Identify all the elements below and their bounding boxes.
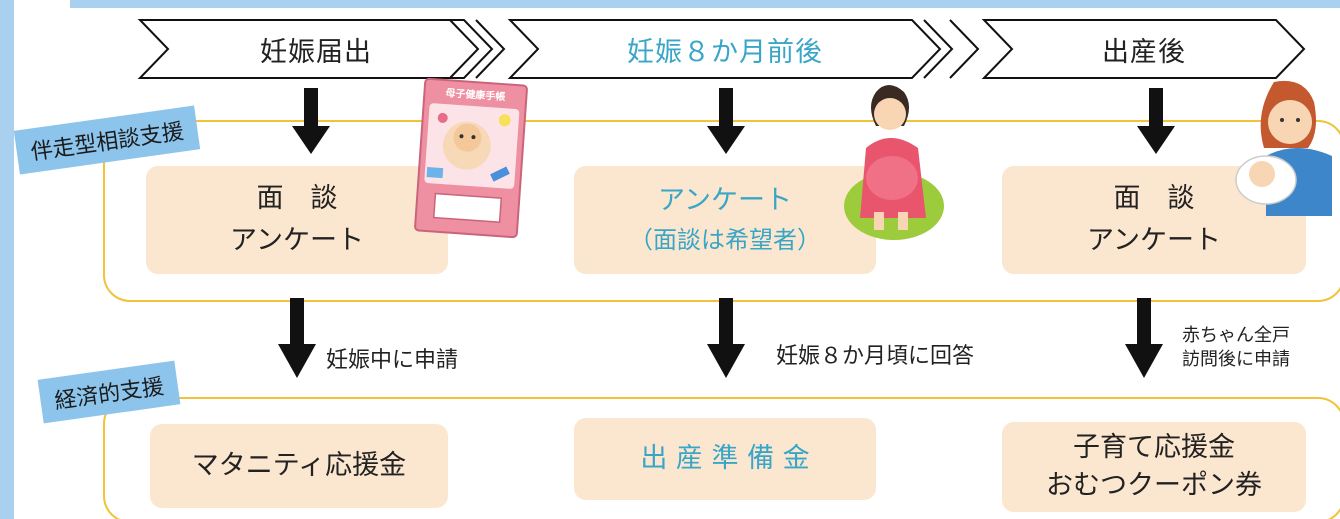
econ-group-border (103, 397, 1340, 519)
stage-label-notification: 妊娠届出 (260, 36, 372, 68)
stage-chevron-2 (507, 19, 942, 79)
stage-separator-chevron (923, 19, 954, 79)
arrow-down-icon (278, 298, 316, 378)
note-line: 赤ちゃん全戸 (1182, 325, 1290, 346)
note-apply-after-visit: 赤ちゃん全戸 訪問後に申請 (1182, 324, 1290, 373)
stage-separator-chevron (449, 19, 480, 79)
note-line: 訪問後に申請 (1182, 349, 1290, 371)
arrow-down-icon (1125, 298, 1163, 378)
note-apply-during-pregnancy: 妊娠中に申請 (326, 348, 459, 373)
box-line: アンケート (1087, 225, 1221, 256)
pregnant-woman-icon (836, 78, 944, 242)
box-line: 子育て応援金 (1073, 432, 1235, 464)
box-line: （面談は希望者） (629, 226, 821, 255)
box-line: 面 談 (1113, 183, 1195, 215)
box-line: 面 談 (256, 183, 338, 215)
page-frame-top (0, 0, 1340, 8)
consult-box-after-birth: 面 談 アンケート (1002, 166, 1306, 274)
box-line: アンケート (658, 185, 792, 217)
box-line: おむつクーポン券 (1046, 470, 1262, 501)
econ-box-birth-prep-fund: 出 産 準 備 金 (574, 418, 876, 500)
page-frame-top-gap (14, 0, 70, 8)
stage-label-8-months: 妊娠８か月前後 (627, 36, 823, 68)
stage-separator-chevron (949, 19, 980, 79)
arrow-down-icon (1137, 88, 1175, 154)
stage-chevron-3 (981, 19, 1306, 79)
arrow-down-icon (292, 88, 330, 154)
maternal-handbook-icon: 母子健康手帳 (413, 76, 530, 239)
mother-with-baby-icon (1226, 76, 1336, 216)
econ-box-childcare-fund: 子育て応援金 おむつクーポン券 (1002, 422, 1306, 512)
page-frame-left (0, 0, 14, 519)
econ-box-maternity-fund: マタニティ応援金 (150, 424, 448, 508)
note-answer-at-8-months: 妊娠８か月頃に回答 (776, 344, 975, 369)
arrow-down-icon (707, 88, 745, 154)
consult-box-8-months: アンケート （面談は希望者） (574, 166, 876, 274)
box-line: 出 産 準 備 金 (640, 443, 810, 475)
arrow-down-icon (707, 298, 745, 378)
box-line: アンケート (230, 225, 364, 256)
stage-label-after-birth: 出産後 (1102, 36, 1186, 68)
stage-chevron-1 (137, 19, 494, 79)
stage-separator-chevron (475, 19, 506, 79)
consult-box-notification: 面 談 アンケート (146, 166, 448, 274)
box-line: マタニティ応援金 (191, 450, 407, 482)
